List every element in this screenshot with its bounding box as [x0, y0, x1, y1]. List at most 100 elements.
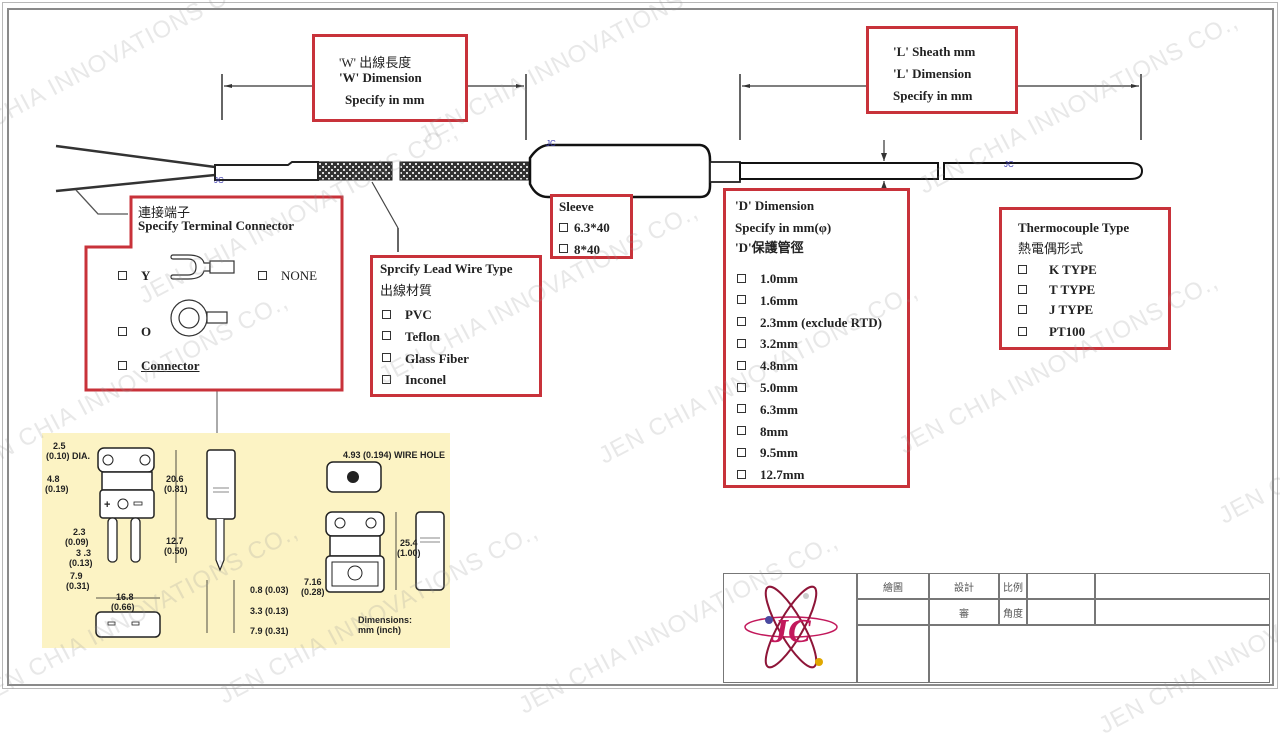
- option-label: Inconel: [405, 372, 447, 388]
- dim-hole-dia: 2.5: [53, 441, 66, 451]
- w-dimension-box: 'W' 出線長度 'W' Dimension Specify in mm: [312, 34, 468, 122]
- checkbox[interactable]: [737, 469, 746, 479]
- lead-wire-option-pvc[interactable]: PVC: [382, 304, 469, 326]
- checkbox[interactable]: [382, 331, 391, 341]
- checkbox[interactable]: [737, 426, 746, 436]
- probe-mark-jc-1: JC: [214, 176, 224, 185]
- checkbox[interactable]: [737, 360, 746, 370]
- checkbox[interactable]: [737, 447, 746, 457]
- w-dimension-title-en: 'W' Dimension: [339, 70, 422, 85]
- dim-12-7: 12.7: [166, 536, 184, 546]
- dim-units-value: mm (inch): [358, 625, 402, 635]
- option-label: Glass Fiber: [405, 350, 469, 366]
- cell-bottom-main: [929, 625, 1270, 683]
- dim-7-16-in: (0.28): [301, 587, 325, 597]
- l-dimension-subtitle: 'L' Dimension: [893, 66, 972, 81]
- thermocouple-option-pt100[interactable]: PT100: [1018, 320, 1097, 344]
- checkbox[interactable]: [258, 270, 267, 280]
- terminal-option-label: O: [141, 324, 152, 339]
- option-label: 4.8mm: [760, 358, 798, 374]
- sleeve-body: [528, 143, 712, 199]
- logo-cell: JC: [723, 573, 857, 683]
- dim-7-16: 7.16: [304, 577, 322, 587]
- terminal-connector-box: 連接端子 Specify Terminal Connector Y NONE O…: [86, 197, 342, 390]
- dim-7-9-in: (0.31): [66, 581, 90, 591]
- dim-4-8-in: (0.19): [45, 484, 69, 494]
- d-option[interactable]: 9.5mm: [737, 442, 882, 464]
- cell-check-label: 審: [929, 599, 999, 625]
- dim-side-7-9: 7.9 (0.31): [250, 626, 289, 636]
- dim-wire-hole: 4.93 (0.194) WIRE HOLE: [343, 450, 446, 460]
- d-dimension-title: 'D' Dimension: [735, 198, 815, 213]
- lead-wire-title-zh: 出線材質: [380, 283, 433, 298]
- dim-20-6: 20.6: [166, 474, 184, 484]
- sleeve-option-6-3x40[interactable]: 6.3*40: [559, 217, 610, 239]
- checkbox[interactable]: [382, 353, 391, 363]
- d-option[interactable]: 2.3mm (exclude RTD): [737, 312, 882, 334]
- d-option[interactable]: 8mm: [737, 421, 882, 443]
- dim-16-8: 16.8: [116, 592, 134, 602]
- checkbox[interactable]: [737, 317, 746, 327]
- probe-mark-jc-3: JC: [1004, 160, 1014, 169]
- connector-drawing-shapes: +: [95, 447, 445, 638]
- terminal-option-connector[interactable]: Connector: [118, 355, 200, 377]
- checkbox[interactable]: [1018, 264, 1027, 274]
- terminal-option-y[interactable]: Y: [118, 265, 150, 287]
- d-option[interactable]: 5.0mm: [737, 377, 882, 399]
- terminal-option-label: Connector: [141, 358, 200, 373]
- checkbox[interactable]: [382, 374, 391, 384]
- d-dimension-subtitle: Specify in mm(φ): [735, 220, 832, 235]
- lead-wire-options: PVC Teflon Glass Fiber Inconel: [382, 304, 469, 391]
- w-dimension-title-zh: 'W' 出線長度: [339, 55, 412, 70]
- thermocouple-option-j[interactable]: J TYPE: [1018, 300, 1097, 320]
- cell-drawn-label: 繪圖: [857, 573, 929, 599]
- dim-side-0-8: 0.8 (0.03): [250, 585, 289, 595]
- thermocouple-options: K TYPE T TYPE J TYPE PT100: [1018, 260, 1097, 344]
- d-option[interactable]: 3.2mm: [737, 333, 882, 355]
- option-label: 2.3mm (exclude RTD): [760, 314, 882, 330]
- d-dimension-box: 'D' Dimension Specify in mm(φ) 'D'保護管徑 1…: [723, 188, 910, 488]
- outer-frame: [2, 2, 1278, 689]
- dim-7-9: 7.9: [70, 571, 83, 581]
- d-option[interactable]: 6.3mm: [737, 399, 882, 421]
- d-option[interactable]: 12.7mm: [737, 464, 882, 486]
- svg-text:+: +: [104, 499, 110, 511]
- d-option[interactable]: 1.0mm: [737, 268, 882, 290]
- checkbox[interactable]: [1018, 284, 1027, 294]
- dim-25-4-in: (1.00): [397, 548, 421, 558]
- checkbox[interactable]: [118, 360, 127, 370]
- d-option[interactable]: 1.6mm: [737, 290, 882, 312]
- checkbox[interactable]: [737, 295, 746, 305]
- dim-12-7-in: (0.50): [164, 546, 188, 556]
- checkbox[interactable]: [382, 309, 391, 319]
- checkbox[interactable]: [118, 326, 127, 336]
- option-label: PVC: [405, 307, 432, 322]
- checkbox[interactable]: [118, 270, 127, 280]
- option-label: 1.6mm: [760, 292, 798, 308]
- checkbox[interactable]: [1018, 304, 1027, 314]
- checkbox[interactable]: [737, 404, 746, 414]
- dim-2-3-in: (0.09): [65, 537, 89, 547]
- checkbox[interactable]: [737, 273, 746, 283]
- check-label: 審: [959, 608, 969, 620]
- probe-drawing: [55, 74, 1144, 440]
- lead-wire-option-teflon[interactable]: Teflon: [382, 326, 469, 348]
- thermocouple-option-t[interactable]: T TYPE: [1018, 280, 1097, 300]
- checkbox[interactable]: [559, 222, 568, 232]
- lead-wire-option-glass-fiber[interactable]: Glass Fiber: [382, 348, 469, 370]
- checkbox[interactable]: [737, 338, 746, 348]
- option-label: 3.2mm: [760, 336, 798, 352]
- dim-2-3: 2.3: [73, 527, 86, 537]
- sleeve-option-8x40[interactable]: 8*40: [559, 239, 610, 261]
- lead-wire-option-inconel[interactable]: Inconel: [382, 369, 469, 391]
- terminal-option-none[interactable]: NONE: [258, 265, 317, 287]
- checkbox[interactable]: [1018, 326, 1027, 336]
- terminal-option-o[interactable]: O: [118, 321, 151, 343]
- cell-scale-label: 比例: [999, 573, 1027, 599]
- checkbox[interactable]: [737, 382, 746, 392]
- checkbox[interactable]: [559, 244, 568, 254]
- thermocouple-option-k[interactable]: K TYPE: [1018, 260, 1097, 280]
- dim-3-3: 3 .3: [76, 548, 92, 558]
- angle-label: 角度: [1003, 608, 1023, 620]
- d-option[interactable]: 4.8mm: [737, 355, 882, 377]
